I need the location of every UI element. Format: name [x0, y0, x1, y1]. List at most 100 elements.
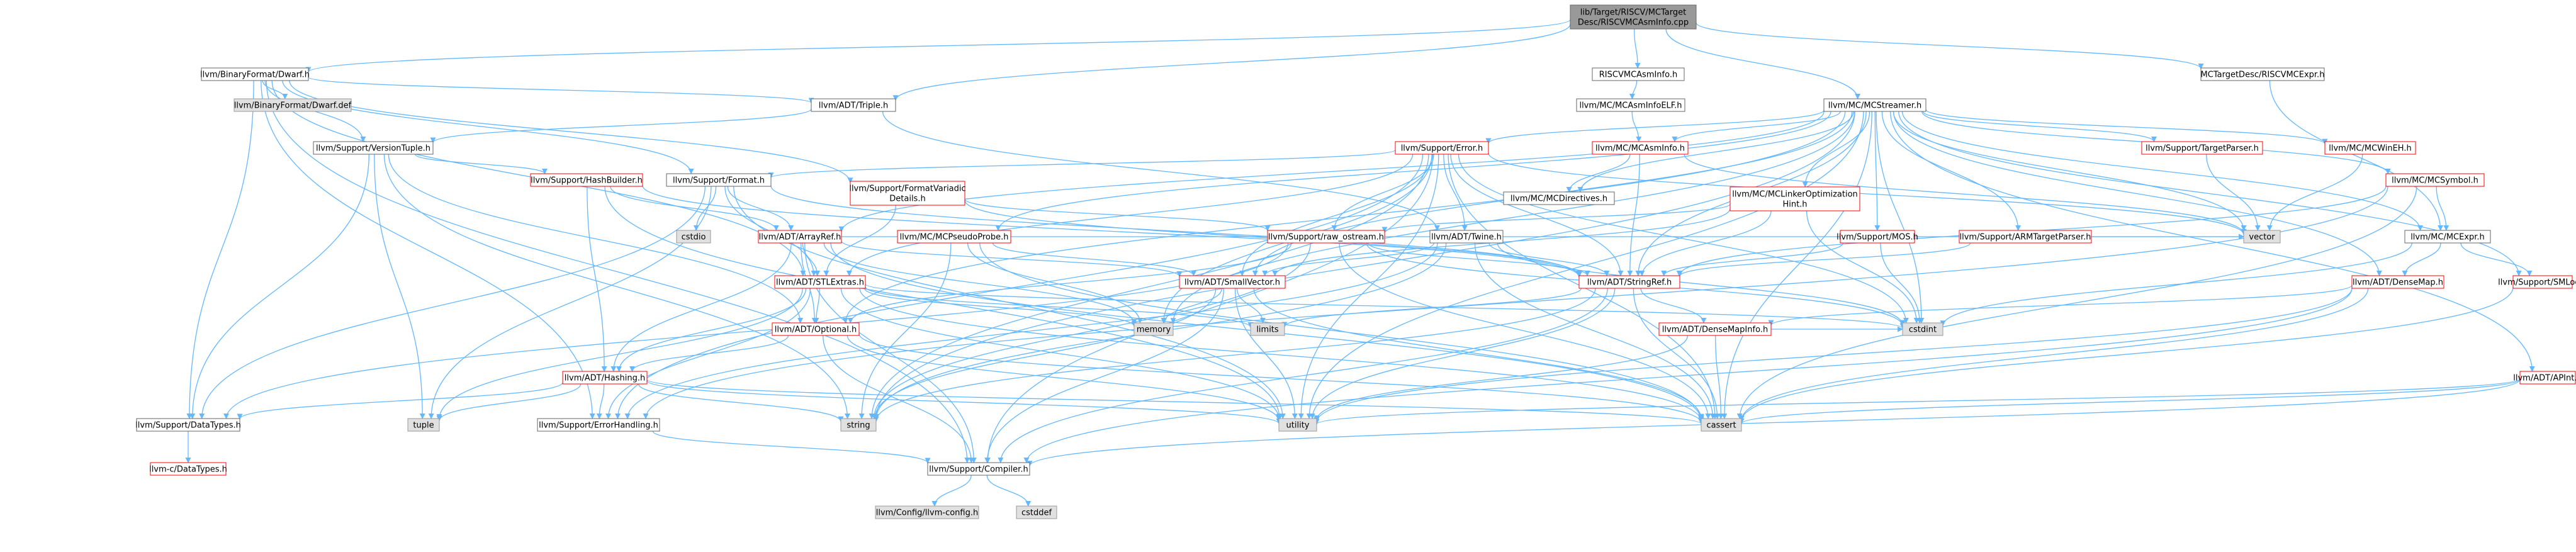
edge-versiontuple-to-hashbuilder — [414, 154, 548, 174]
node-box — [1570, 4, 1697, 30]
node-riscvexpr[interactable]: MCTargetDesc/RISCVMCExpr.h — [2200, 67, 2325, 81]
node-densemap[interactable]: llvm/ADT/DenseMap.h — [2351, 275, 2444, 289]
node-cstdio[interactable]: cstdio — [676, 230, 711, 244]
node-vector[interactable]: vector — [2243, 230, 2281, 244]
node-datatypes[interactable]: llvm/Support/DataTypes.h — [135, 418, 241, 432]
edge-format-to-arrayref — [727, 186, 794, 231]
node-box — [2519, 371, 2576, 385]
node-apint[interactable]: llvm/ADT/APInt.h — [2513, 371, 2576, 385]
node-stlextras[interactable]: llvm/ADT/STLExtras.h — [774, 275, 866, 289]
edge-stringref-to-utility — [1309, 288, 1616, 419]
edge-smallvector-to-utility — [1234, 288, 1298, 419]
node-mcexpr[interactable]: llvm/MC/MCExpr.h — [2404, 230, 2491, 244]
node-utility[interactable]: utility — [1278, 418, 1317, 432]
node-pseudoprobe[interactable]: llvm/MC/MCPseudoProbe.h — [897, 230, 1011, 244]
node-rawostream[interactable]: llvm/Support/raw_ostream.h — [1267, 230, 1385, 244]
edge-error-to-twine — [1443, 154, 1468, 231]
edge-densemap-to-densemapinfo — [1768, 284, 2353, 326]
node-box — [1592, 141, 1689, 155]
node-smallvector[interactable]: llvm/ADT/SmallVector.h — [1179, 275, 1286, 289]
node-label: cstdio — [682, 233, 706, 242]
node-cassert[interactable]: cassert — [1701, 418, 1742, 432]
node-mcwineh[interactable]: llvm/MC/MCWinEH.h — [2324, 141, 2416, 155]
node-box — [233, 98, 352, 112]
edge-linkeropt-to-cstdint — [1806, 210, 1920, 324]
node-tuple[interactable]: tuple — [407, 418, 440, 432]
node-error[interactable]: llvm/Support/Error.h — [1395, 141, 1489, 155]
node-arrayref[interactable]: llvm/ADT/ArrayRef.h — [758, 230, 842, 244]
edge-mcstreamer-to-mcdirectives — [1577, 111, 1854, 193]
node-triple[interactable]: llvm/ADT/Triple.h — [811, 98, 896, 112]
node-label: llvm/ADT/Optional.h — [775, 325, 857, 335]
node-label: tuple — [413, 421, 434, 431]
edge-densemapinfo-to-utility — [1313, 335, 1689, 422]
node-box — [927, 462, 1030, 476]
edge-smallvector-to-limits — [1236, 288, 1266, 324]
edge-mcstreamer-to-mcexpr — [1901, 111, 2423, 231]
node-box — [1267, 230, 1385, 244]
node-asminfoelf[interactable]: llvm/MC/MCAsmInfoELF.h — [1576, 98, 1685, 112]
node-mcdirectives[interactable]: llvm/MC/MCDirectives.h — [1503, 191, 1615, 205]
node-label: llvm/MC/MCWinEH.h — [2329, 144, 2411, 154]
node-optional[interactable]: llvm/ADT/Optional.h — [772, 322, 860, 336]
node-memory[interactable]: memory — [1133, 322, 1174, 336]
node-armtargetparser[interactable]: llvm/Support/ARMTargetParser.h — [1959, 230, 2092, 244]
node-box — [1250, 322, 1285, 336]
node-cstddef[interactable]: cstddef — [1016, 505, 1057, 519]
edge-mcstreamer-to-apint — [1890, 111, 2535, 372]
node-mos[interactable]: llvm/Support/MOS.h — [1836, 230, 1918, 244]
node-mcasminfo[interactable]: llvm/MC/MCAsmInfo.h — [1592, 141, 1689, 155]
edge-stringref-to-limits — [1281, 288, 1582, 328]
node-box — [1179, 275, 1286, 289]
node-mcstreamer[interactable]: llvm/MC/MCStreamer.h — [1823, 98, 1926, 112]
node-compiler[interactable]: llvm/Support/Compiler.h — [927, 462, 1030, 476]
node-riscvasminfo[interactable]: RISCVMCAsmInfo.h — [1592, 67, 1685, 81]
node-box — [313, 141, 434, 155]
node-box — [2512, 275, 2573, 289]
edge-compiler-to-cstddef — [986, 475, 1032, 507]
edge-mcexpr-to-cstdint — [1940, 242, 2412, 327]
node-label: MCTargetDesc/RISCVMCExpr.h — [2201, 70, 2325, 80]
node-box — [2385, 173, 2485, 187]
node-versiontuple[interactable]: llvm/Support/VersionTuple.h — [313, 141, 434, 155]
node-config[interactable]: llvm/Config/llvm-config.h — [875, 505, 979, 519]
node-densemapinfo[interactable]: llvm/ADT/DenseMapInfo.h — [1658, 322, 1772, 336]
node-label: cassert — [1706, 421, 1736, 431]
node-label: llvm/ADT/Triple.h — [819, 101, 888, 111]
node-errorhandling[interactable]: llvm/Support/ErrorHandling.h — [537, 418, 660, 432]
node-box — [1016, 505, 1057, 519]
node-label: llvm/Config/llvm-config.h — [876, 509, 978, 518]
edge-format-to-cstdio — [693, 186, 717, 231]
edge-hashbuilder-to-arrayref — [610, 186, 779, 231]
node-label: Details.h — [889, 194, 925, 204]
node-format[interactable]: llvm/Support/Format.h — [666, 173, 772, 187]
edge-targetparser-to-vector — [2206, 154, 2261, 231]
node-cdatatypes[interactable]: llvm-c/DataTypes.h — [149, 462, 227, 476]
node-smloc[interactable]: llvm/Support/SMLoc.h — [2498, 275, 2576, 289]
node-root[interactable]: lib/Target/RISCV/MCTargetDesc/RISCVMCAsm… — [1570, 4, 1697, 30]
node-box — [2200, 67, 2325, 81]
node-box — [840, 418, 877, 432]
edge-hashing-to-errorhandling — [596, 383, 605, 419]
node-dwarf[interactable]: llvm/BinaryFormat/Dwarf.h — [200, 67, 310, 81]
edge-asminfoelf-to-mcasminfo — [1631, 111, 1642, 142]
node-cstdint[interactable]: cstdint — [1902, 322, 1943, 336]
node-hashbuilder[interactable]: llvm/Support/HashBuilder.h — [530, 173, 643, 187]
node-targetparser[interactable]: llvm/Support/TargetParser.h — [2141, 141, 2263, 155]
node-label: llvm/Support/VersionTuple.h — [316, 144, 430, 154]
node-limits[interactable]: limits — [1250, 322, 1285, 336]
node-hashing[interactable]: llvm/ADT/Hashing.h — [562, 371, 648, 385]
edge-stlextras-to-hashing — [616, 288, 807, 372]
node-string[interactable]: string — [840, 418, 877, 432]
node-stringref[interactable]: llvm/ADT/StringRef.h — [1578, 275, 1680, 289]
node-twine[interactable]: llvm/ADT/Twine.h — [1429, 230, 1504, 244]
node-mcsymbol[interactable]: llvm/MC/MCSymbol.h — [2385, 173, 2485, 187]
edge-smallvector-to-compiler — [984, 288, 1225, 463]
node-box — [850, 181, 965, 206]
edge-mcstreamer-to-cassert — [1721, 111, 1872, 419]
edge-pseudoprobe-to-cassert — [979, 242, 1704, 421]
node-dwarfdef[interactable]: llvm/BinaryFormat/Dwarf.def — [233, 98, 352, 112]
